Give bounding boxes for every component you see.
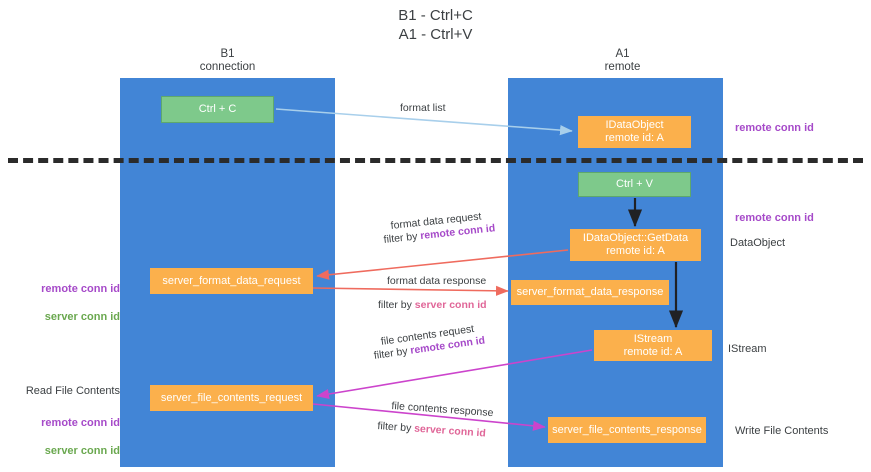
annotation-server-conn-id: server conn id: [44, 445, 120, 457]
annotation-read-file-contents: Read File Contents: [25, 385, 120, 397]
box-istream[interactable]: IStream remote id: A: [594, 330, 712, 361]
swimlane-b1-label: B1 connection: [199, 48, 256, 73]
box-ctrl-c[interactable]: Ctrl + C: [161, 96, 274, 123]
filter-prefix: filter by: [378, 299, 415, 311]
box-server-file-contents-response[interactable]: server_file_contents_response: [548, 417, 706, 443]
annotation-server-conn-id: server conn id: [44, 311, 120, 323]
annotation-remote-conn-id: remote conn id: [41, 283, 120, 295]
annotation-istream: IStream: [728, 343, 767, 355]
annotation-write-file-contents: Write File Contents: [735, 425, 829, 437]
box-idataobject[interactable]: IDataObject remote id: A: [578, 116, 691, 148]
filter-prefix: filter by: [377, 419, 415, 435]
box-ctrl-v[interactable]: Ctrl + V: [578, 172, 691, 197]
box-idataobject-getdata[interactable]: IDataObject::GetData remote id: A: [570, 229, 701, 261]
phase-divider: [8, 158, 863, 163]
box-server-format-data-response[interactable]: server_format_data_response: [511, 280, 669, 305]
annotation-remote-conn-id-mid: remote conn id: [735, 212, 814, 224]
filter-server-conn-id: server conn id: [414, 299, 487, 311]
annotation-left-ids-bottom: remote conn id server conn id: [22, 402, 120, 472]
diagram-title: B1 - Ctrl+C A1 - Ctrl+V: [398, 7, 473, 43]
annotation-dataobject: DataObject: [730, 237, 786, 249]
label-format-list: format list: [400, 102, 446, 114]
annotation-left-ids-mid: remote conn id server conn id: [22, 268, 120, 338]
box-server-file-contents-request[interactable]: server_file_contents_request: [150, 385, 313, 411]
swimlane-a1-label: A1 remote: [604, 48, 641, 73]
annotation-remote-conn-id-top: remote conn id: [735, 122, 814, 134]
annotation-remote-conn-id: remote conn id: [41, 417, 120, 429]
filter-prefix: filter by: [383, 230, 421, 246]
label-format-data-response-filter: filter by server conn id: [378, 298, 487, 312]
box-server-format-data-request[interactable]: server_format_data_request: [150, 268, 313, 294]
label-format-data-response: format data response: [387, 275, 487, 287]
